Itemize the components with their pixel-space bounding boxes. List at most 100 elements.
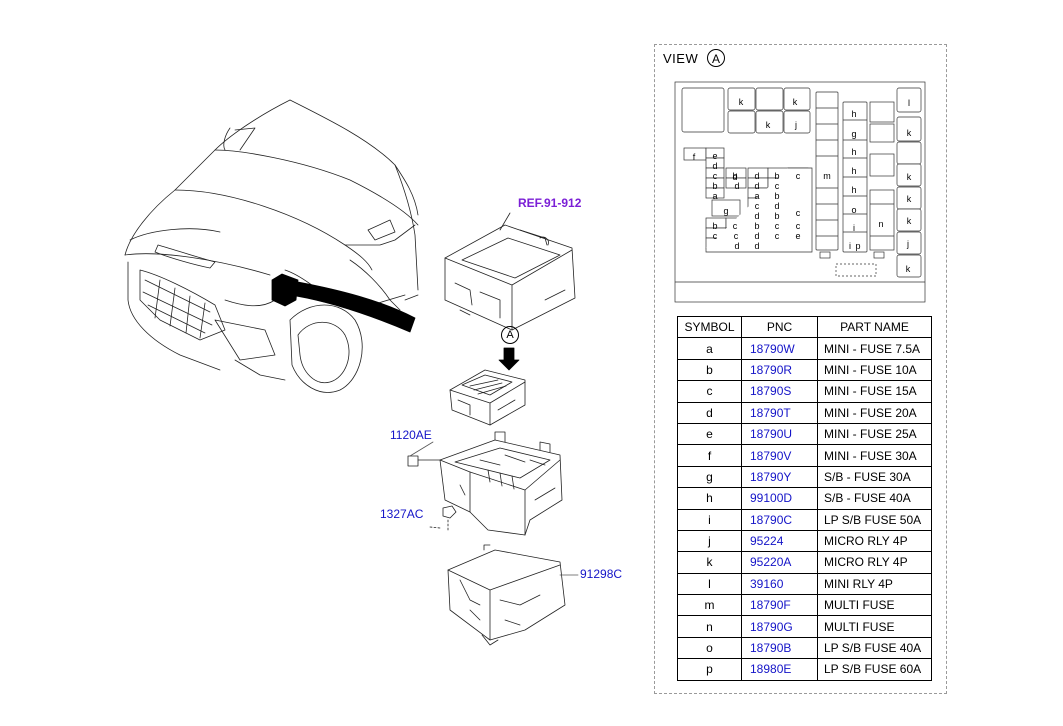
- pnc-link[interactable]: 18790V: [741, 444, 818, 467]
- symbol-cell: n: [677, 615, 742, 638]
- bolt-illustration: [407, 441, 441, 467]
- fuse-slot-letter: e: [795, 231, 800, 241]
- symbol-cell: l: [677, 572, 742, 596]
- symbol-cell: e: [677, 422, 742, 446]
- fuse-slot-letter: b: [732, 171, 737, 181]
- part-name-cell: S/B - FUSE 30A: [817, 465, 932, 489]
- symbol-cell: a: [677, 337, 742, 360]
- part-name-cell: MULTI FUSE: [817, 594, 932, 617]
- pnc-link[interactable]: 18790S: [741, 380, 818, 403]
- fuse-slot-letter: b: [774, 191, 779, 201]
- fuse-slot-letter: b: [754, 221, 759, 231]
- fuse-slot-letter: d: [754, 211, 759, 221]
- part-name-cell: MINI - FUSE 20A: [817, 401, 932, 424]
- fuse-slot-letter: l: [908, 98, 910, 108]
- view-label: VIEW: [663, 51, 699, 66]
- pnc-link[interactable]: 39160: [741, 572, 818, 596]
- main-fuse-box-illustration: [439, 431, 563, 536]
- pnc-link[interactable]: 95224: [741, 529, 818, 553]
- nut-callout[interactable]: 1327AC: [380, 507, 424, 521]
- part-name-cell: S/B - FUSE 40A: [817, 487, 932, 510]
- fuse-slot-letter: h: [851, 109, 856, 119]
- fuse-slot-letter: n: [878, 219, 883, 229]
- pnc-link[interactable]: 18790C: [741, 508, 818, 531]
- pnc-link[interactable]: 18790F: [741, 594, 818, 617]
- symbol-cell: d: [677, 401, 742, 424]
- part-name-cell: LP S/B FUSE 50A: [817, 508, 932, 531]
- lower-cover-callout[interactable]: 91298C: [580, 567, 623, 581]
- fuse-slot-letter: c: [734, 231, 739, 241]
- vehicle-illustration: [124, 99, 419, 393]
- part-name-cell: MINI - FUSE 7.5A: [817, 337, 932, 360]
- pnc-link[interactable]: 18790W: [741, 337, 818, 360]
- fuse-slot-letter: d: [754, 231, 759, 241]
- pnc-link[interactable]: 18790Y: [741, 465, 818, 489]
- fuse-slot-letter: b: [712, 221, 717, 231]
- fuse-slot-letter: k: [766, 120, 771, 130]
- fuse-slot-letter: a: [712, 191, 717, 201]
- pnc-link[interactable]: 18980E: [741, 658, 818, 681]
- fuse-slot-letter: g: [851, 129, 856, 139]
- view-marker: A: [707, 49, 725, 67]
- fuse-slot-letter: c: [755, 201, 760, 211]
- fuse-slot-letter: j: [906, 239, 909, 249]
- lower-cover-illustration: [447, 544, 579, 646]
- fuse-slot-letter: c: [796, 171, 801, 181]
- pnc-link[interactable]: 18790G: [741, 615, 818, 638]
- ref-callout[interactable]: REF.91-912: [518, 196, 582, 210]
- fuse-slot-letter: a: [754, 191, 759, 201]
- part-name-cell: MULTI FUSE: [817, 615, 932, 638]
- fuse-slot-letter: c: [775, 231, 780, 241]
- fuse-slot-letter: i: [853, 223, 855, 233]
- fuse-slot-letter: d: [754, 181, 759, 191]
- symbol-cell: b: [677, 358, 742, 382]
- pnc-link[interactable]: 18790U: [741, 422, 818, 446]
- fuse-slot-letter: k: [907, 194, 912, 204]
- fuse-slot-letter: c: [775, 181, 780, 191]
- fuse-slot-letter: j: [794, 120, 797, 130]
- upper-cover-illustration: [444, 224, 576, 331]
- fuse-slot-letter: c: [733, 221, 738, 231]
- fuse-slot-letter: b: [774, 211, 779, 221]
- fuse-slot-letter: d: [734, 181, 739, 191]
- part-name-cell: MICRO RLY 4P: [817, 551, 932, 574]
- pnc-link[interactable]: 99100D: [741, 487, 818, 510]
- pnc-link[interactable]: 95220A: [741, 551, 818, 574]
- fuse-slot-letter: h: [851, 166, 856, 176]
- part-name-cell: MICRO RLY 4P: [817, 529, 932, 553]
- fuse-slot-letter: g: [723, 206, 728, 216]
- pnc-link[interactable]: 18790B: [741, 636, 818, 660]
- fuse-slot-letter: d: [754, 241, 759, 251]
- symbol-cell: i: [677, 508, 742, 531]
- symbol-cell: j: [677, 529, 742, 553]
- fuse-slot-letter: c: [775, 221, 780, 231]
- fuse-slot-letter: d: [732, 172, 737, 182]
- pnc-header: PNC: [741, 315, 818, 339]
- fuse-block-illustration: [449, 369, 526, 426]
- pnc-link[interactable]: 18790T: [741, 401, 818, 424]
- part-name-cell: LP S/B FUSE 60A: [817, 658, 932, 681]
- fuse-slot-letter: k: [793, 97, 798, 107]
- nut-illustration: [429, 505, 457, 533]
- ref-leader-line: [499, 212, 511, 231]
- pnc-link[interactable]: 18790R: [741, 358, 818, 382]
- table-header-row: SYMBOL PNC PART NAME: [677, 315, 932, 339]
- fuse-slot-letter: e: [712, 151, 717, 161]
- fuse-slot-letter: o: [851, 205, 856, 215]
- bolt-callout[interactable]: 1120AE: [390, 428, 432, 442]
